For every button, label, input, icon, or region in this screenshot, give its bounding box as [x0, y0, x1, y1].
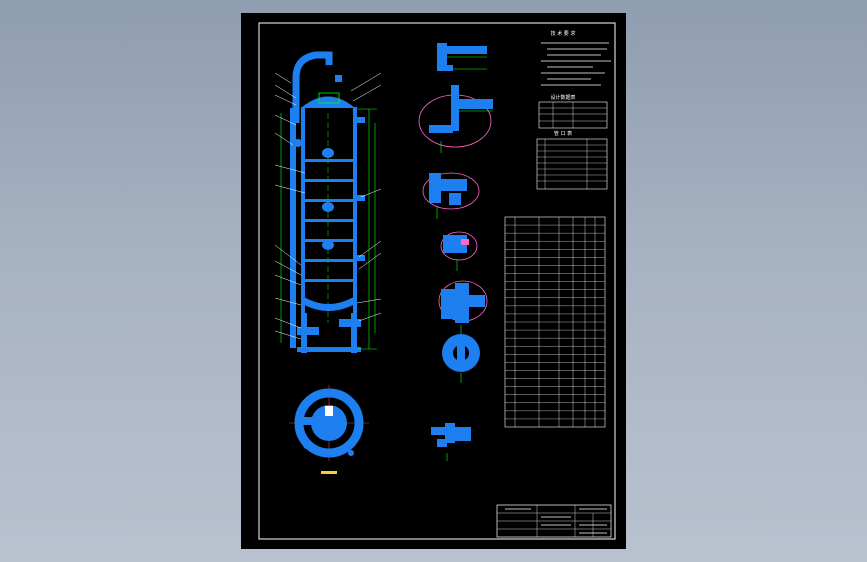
tray — [305, 219, 353, 222]
leader-lines-left — [274, 72, 306, 340]
tech-requirements-title: 技 术 要 求 — [551, 30, 576, 37]
manhole — [322, 240, 334, 250]
anchor-bolt — [303, 441, 311, 449]
tray — [305, 279, 353, 282]
engineering-drawing: 技 术 要 求 设计数据表 — [258, 22, 616, 540]
nozzle-table-title: 管 口 表 — [554, 130, 572, 137]
plan-marker — [325, 406, 333, 416]
external-pipe-left — [290, 108, 296, 348]
skirt-opening — [297, 327, 319, 335]
parts-list-table — [504, 216, 606, 428]
nozzle-table: 管 口 表 — [536, 130, 608, 190]
column-plan-view — [289, 385, 369, 474]
skirt-right — [351, 313, 357, 353]
shell-wall-left — [301, 107, 305, 347]
nozzle — [357, 117, 365, 123]
detail-views — [418, 43, 493, 461]
anchor-bolt — [347, 399, 355, 407]
drawing-sheet: 技 术 要 求 设计数据表 — [241, 13, 626, 549]
bottom-head — [301, 295, 357, 311]
inner-plate — [311, 405, 347, 441]
detail-view-6 — [442, 334, 480, 383]
nozzle — [357, 195, 365, 201]
detail-view-3 — [422, 172, 480, 219]
detail-circle — [422, 172, 480, 210]
manhole — [322, 202, 334, 212]
column-elevation-view — [274, 51, 382, 353]
tray — [305, 179, 353, 182]
detail-view-7 — [431, 423, 471, 461]
view-label — [321, 471, 337, 474]
drawing-border — [258, 22, 616, 540]
base-ring — [297, 347, 361, 352]
vent-nozzle — [335, 75, 342, 82]
detail-circle — [440, 231, 478, 261]
top-head-detail — [318, 92, 340, 104]
plan-nozzle — [301, 417, 319, 425]
tray-group — [305, 148, 353, 282]
overhead-vapor-pipe — [292, 51, 333, 123]
title-block — [496, 504, 612, 538]
tray — [305, 199, 353, 202]
anchor-bolt — [348, 450, 354, 456]
leader-lines-right — [350, 72, 382, 322]
detail-view-1 — [437, 43, 487, 71]
shell-wall-right — [353, 107, 357, 347]
detail-view-4 — [440, 231, 478, 271]
tray — [305, 159, 353, 162]
nozzle — [294, 139, 302, 147]
design-data-title: 设计数据表 — [550, 94, 575, 101]
skirt-opening — [339, 319, 361, 327]
tray — [305, 259, 353, 262]
tech-requirements: 技 术 要 求 — [541, 30, 611, 86]
design-data-table: 设计数据表 — [538, 94, 608, 129]
manhole — [322, 148, 334, 158]
top-head — [301, 96, 355, 108]
nozzle — [357, 255, 365, 261]
tech-requirements-lines — [541, 42, 611, 86]
detail-view-2 — [418, 85, 493, 153]
shell-ring — [294, 388, 364, 458]
detail-view-5 — [438, 280, 488, 335]
